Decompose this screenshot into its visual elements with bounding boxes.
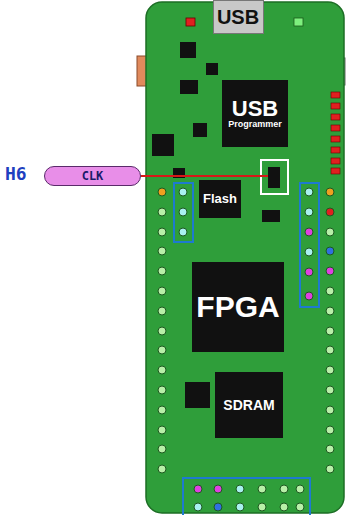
flash-chip: Flash — [199, 180, 241, 218]
usb-connector: USB — [213, 0, 264, 34]
component — [152, 134, 174, 156]
component — [193, 123, 207, 137]
pin-name: H6 — [5, 163, 27, 184]
pin-header — [179, 188, 187, 236]
chip-label: Programmer — [228, 120, 282, 129]
component — [262, 210, 280, 222]
component — [180, 42, 196, 58]
chip-label: FPGA — [196, 291, 279, 323]
chip-label: USB — [232, 97, 278, 120]
leader-line — [141, 175, 268, 177]
component — [185, 382, 210, 408]
chip-label: SDRAM — [223, 398, 274, 413]
component — [180, 80, 198, 94]
led — [186, 18, 195, 26]
led-column — [331, 92, 340, 174]
usb-programmer-chip: USBProgrammer — [222, 80, 288, 147]
pin-group — [300, 183, 319, 307]
pin-group — [174, 183, 193, 242]
pin-group — [183, 478, 310, 515]
component — [206, 63, 218, 75]
led — [294, 18, 303, 26]
chip-label: Flash — [203, 192, 237, 206]
chip-label: CLK — [82, 170, 104, 183]
fpga-chip: FPGA — [192, 262, 284, 352]
pin-header — [194, 485, 304, 511]
pin-header — [326, 188, 334, 473]
pin-header — [305, 188, 313, 300]
signal-tag: CLK — [44, 166, 141, 186]
pin-header — [158, 188, 166, 473]
chip-label: USB — [217, 7, 259, 28]
pcb-board — [146, 2, 344, 513]
oscillator — [268, 167, 280, 188]
sdram-chip: SDRAM — [215, 372, 283, 438]
